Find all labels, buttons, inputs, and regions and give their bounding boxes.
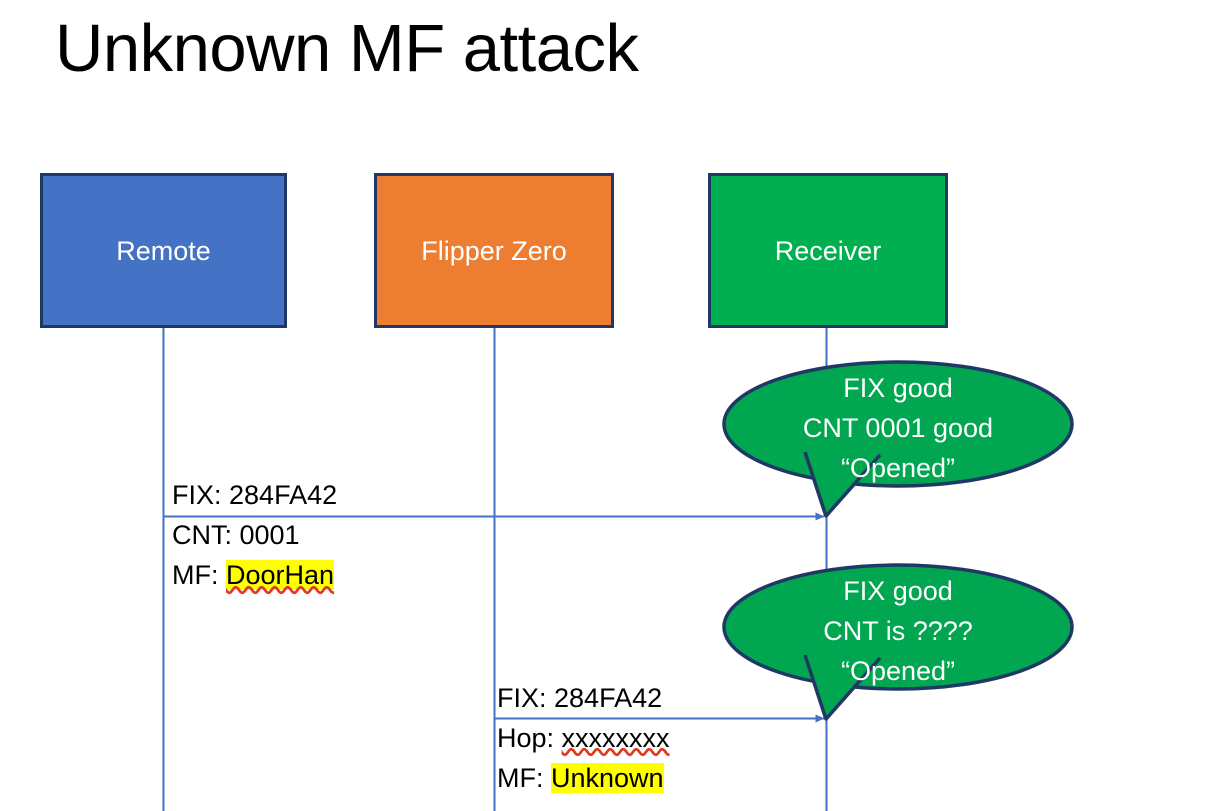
callout-text-1: FIX good CNT 0001 good “Opened” xyxy=(748,368,1048,488)
message-label-1: FIX: 284FA42 CNT: 0001 MF: DoorHan xyxy=(172,475,337,595)
actor-label-remote: Remote xyxy=(116,235,211,266)
message-1-line-3-label: MF: xyxy=(172,560,226,590)
message-1-line-1-value: 284FA42 xyxy=(229,480,338,510)
callout-2-line-3: “Opened” xyxy=(840,656,956,686)
callout-balloon-1 xyxy=(722,360,1074,518)
message-1-line-3-value: DoorHan xyxy=(226,560,335,590)
actor-box-receiver[interactable]: Receiver xyxy=(708,173,948,328)
message-2-line-2-value: xxxxxxxx xyxy=(561,723,670,753)
message-2-line-1-value: 284FA42 xyxy=(554,683,663,713)
callout-balloon-2 xyxy=(722,563,1074,721)
message-2-line-1-label: FIX: xyxy=(497,683,555,713)
actor-box-remote[interactable]: Remote xyxy=(40,173,287,328)
message-2-line-3: MF: Unknown xyxy=(497,758,670,798)
message-1-line-3: MF: DoorHan xyxy=(172,555,337,595)
callout-1-line-3: “Opened” xyxy=(840,453,956,483)
actor-box-flipper[interactable]: Flipper Zero xyxy=(374,173,614,328)
callout-1-line-2: CNT 0001 good xyxy=(802,413,994,443)
callout-text-2: FIX good CNT is ???? “Opened” xyxy=(748,571,1048,691)
message-2-line-2-label: Hop: xyxy=(497,723,562,753)
message-2-line-2: Hop: xxxxxxxx xyxy=(497,718,670,758)
message-1-line-1: FIX: 284FA42 xyxy=(172,475,337,515)
message-1-line-2-label: CNT: xyxy=(172,520,240,550)
message-label-2: FIX: 284FA42 Hop: xxxxxxxx MF: Unknown xyxy=(497,678,670,798)
callout-2-line-1: FIX good xyxy=(843,576,953,606)
callout-1-line-1: FIX good xyxy=(843,373,953,403)
page-title: Unknown MF attack xyxy=(55,11,639,86)
message-2-line-3-value: Unknown xyxy=(551,763,664,793)
actor-label-receiver: Receiver xyxy=(774,235,882,266)
message-1-line-2-value: 0001 xyxy=(239,520,300,550)
message-2-line-3-label: MF: xyxy=(497,763,551,793)
message-1-line-1-label: FIX: xyxy=(172,480,230,510)
callout-2-line-2: CNT is ???? xyxy=(823,616,973,646)
message-1-line-2: CNT: 0001 xyxy=(172,515,337,555)
actor-label-flipper: Flipper Zero xyxy=(421,235,567,266)
message-2-line-1: FIX: 284FA42 xyxy=(497,678,670,718)
